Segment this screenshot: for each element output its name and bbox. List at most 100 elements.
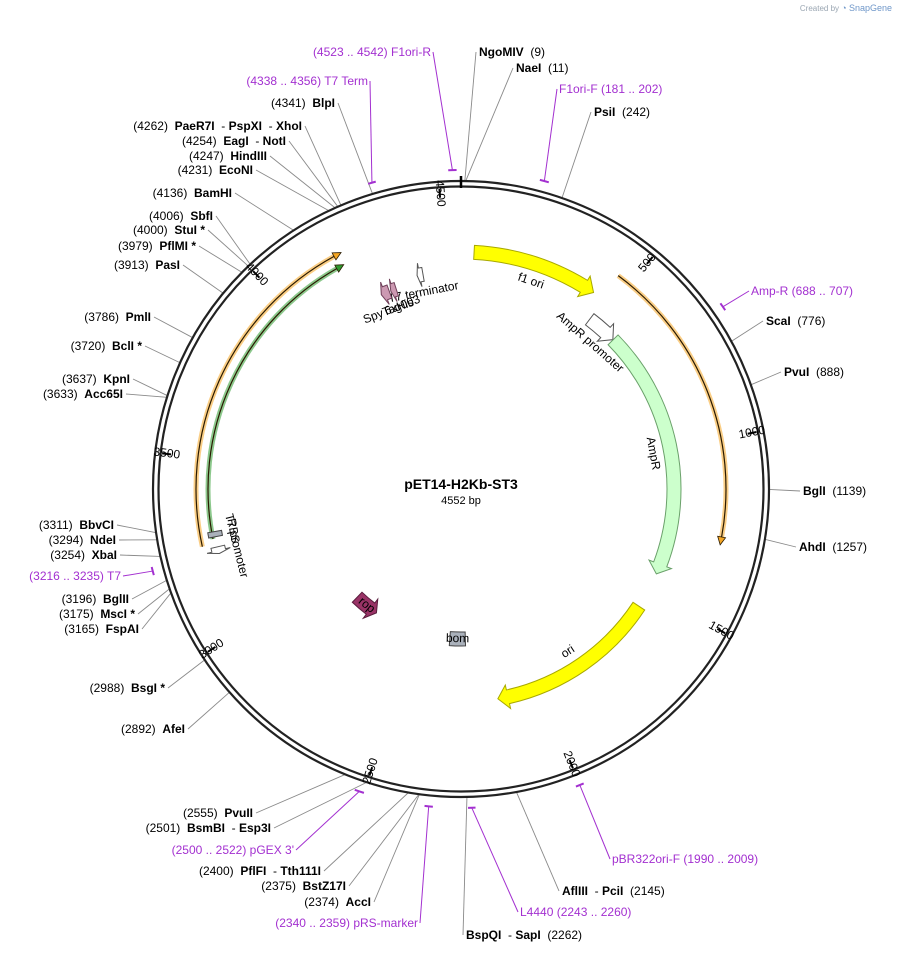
site-leader xyxy=(304,125,342,206)
restriction-site-label: (2400) PflFI - Tth111I xyxy=(199,864,321,878)
snapgene-credit: Created by ◔ SnapGene xyxy=(800,3,892,13)
site-label-part: BlpI xyxy=(312,96,335,110)
restriction-site-label: PvuI (888) xyxy=(784,365,844,379)
site-label-part: (9) xyxy=(524,45,545,59)
site-leader xyxy=(137,588,170,615)
site-label-part: NaeI xyxy=(516,61,541,75)
site-label-part: (4136) xyxy=(153,186,194,200)
site-label-part: (2375) xyxy=(261,879,302,893)
primer-leader xyxy=(543,88,558,182)
site-label-part: (2262) xyxy=(541,928,582,942)
plasmid-name: pET14-H2Kb-ST3 xyxy=(404,476,518,492)
site-label-part: NgoMIV xyxy=(479,45,524,59)
primer-label: (3216 .. 3235) T7 xyxy=(29,569,121,583)
site-label-part: BbvCI xyxy=(79,518,114,532)
cds-arcs xyxy=(193,252,729,548)
site-label-part: MscI * xyxy=(100,607,135,621)
tick-label: 500 xyxy=(635,250,659,275)
restriction-site-label: NgoMIV (9) xyxy=(479,45,545,59)
site-label-part: (3254) xyxy=(50,548,91,562)
site-leader xyxy=(125,393,168,398)
site-leader xyxy=(731,320,764,342)
site-leader xyxy=(348,793,420,887)
site-label-part: SbfI xyxy=(190,209,213,223)
site-label-part: (242) xyxy=(615,105,650,119)
restriction-site-label: (4231) EcoNI xyxy=(178,163,253,177)
feature-bom xyxy=(448,631,467,647)
credit-prefix: Created by xyxy=(799,4,840,13)
site-label-part: (4341) xyxy=(271,96,312,110)
primer-label: (2340 .. 2359) pRS-marker xyxy=(275,916,418,930)
primer-arc xyxy=(719,302,727,311)
site-label-part: AccI xyxy=(346,895,371,909)
primer-label: (2500 .. 2522) pGEX 3' xyxy=(172,843,294,857)
site-label-part: - xyxy=(225,821,239,835)
feature-label: AmpR xyxy=(644,436,664,472)
credit-brand: SnapGene xyxy=(848,3,892,13)
site-leader xyxy=(750,371,782,386)
site-label-part: SapI xyxy=(515,928,540,942)
restriction-site-label: (3720) BclI * xyxy=(71,339,143,353)
site-leader xyxy=(273,781,368,829)
site-label-part: BglII xyxy=(103,592,129,606)
tick-mark xyxy=(716,628,726,635)
cds-arc-glow xyxy=(205,266,338,540)
restriction-site-label: (4000) StuI * xyxy=(133,223,205,237)
site-label-part: NdeI xyxy=(90,533,116,547)
feature-ampr-promoter xyxy=(584,312,615,342)
site-label-part: KpnI xyxy=(103,372,130,386)
site-label-part: BsmBI xyxy=(187,821,225,835)
restriction-site-label: (3633) Acc65I xyxy=(43,387,123,401)
site-label-part: AfeI xyxy=(162,722,185,736)
restriction-site-label: NaeI (11) xyxy=(516,61,568,75)
cds-arc xyxy=(617,275,727,538)
primer-leader xyxy=(722,290,750,308)
feature-t7-promoter xyxy=(206,544,231,554)
site-leader xyxy=(215,215,251,265)
site-label-part: (11) xyxy=(541,61,568,75)
site-leader xyxy=(464,51,477,182)
plasmid-size: 4552 bp xyxy=(441,495,481,507)
tick-label: 3500 xyxy=(153,445,181,462)
site-label-part: - xyxy=(262,119,276,133)
site-label-part: (3637) xyxy=(62,372,103,386)
site-label-part: (4247) xyxy=(189,149,230,163)
site-label-part: (4262) xyxy=(133,119,174,133)
site-label-part: (776) xyxy=(791,314,826,328)
site-label-part: Acc65I xyxy=(84,387,123,401)
primer-label: pBR322ori-F (1990 .. 2009) xyxy=(612,852,758,866)
site-label-part: PvuII xyxy=(224,806,253,820)
site-label-part: PciI xyxy=(602,884,623,898)
site-label-part: BclI * xyxy=(112,339,142,353)
site-leader xyxy=(465,67,514,182)
cds-arc-arrowhead xyxy=(717,535,727,546)
site-label-part: BstZ17I xyxy=(303,879,346,893)
restriction-site-label: (4254) EagI - NotI xyxy=(182,134,286,148)
primer-arc xyxy=(539,178,550,184)
site-label-part: (1139) xyxy=(826,484,866,498)
site-leader xyxy=(144,345,181,364)
site-leader xyxy=(234,192,294,231)
site-leader xyxy=(116,524,157,534)
site-label-part: - xyxy=(266,864,280,878)
site-label-part: - xyxy=(501,928,515,942)
site-leader xyxy=(768,488,801,492)
site-label-part: (3311) xyxy=(39,518,79,532)
site-label-part: (2892) xyxy=(121,722,162,736)
tick-label: 3000 xyxy=(196,635,226,661)
tick-mark xyxy=(161,452,172,456)
site-label-part: BsgI * xyxy=(131,681,165,695)
tick-mark xyxy=(568,759,574,769)
site-label-part: FspAI xyxy=(106,622,139,636)
site-leader xyxy=(337,102,373,195)
tick-mark xyxy=(252,270,261,279)
site-label-part: - xyxy=(215,119,229,133)
site-label-part: (3175) xyxy=(59,607,100,621)
site-label-part: NotI xyxy=(263,134,286,148)
cds-arc-arrowhead xyxy=(334,264,345,273)
site-label-part: (4254) xyxy=(182,134,223,148)
restriction-site-label: (3311) BbvCI xyxy=(39,518,114,532)
primer-leader xyxy=(122,570,153,577)
primer-label: (4338 .. 4356) T7 Term xyxy=(246,74,368,88)
site-label-part: (888) xyxy=(809,365,844,379)
